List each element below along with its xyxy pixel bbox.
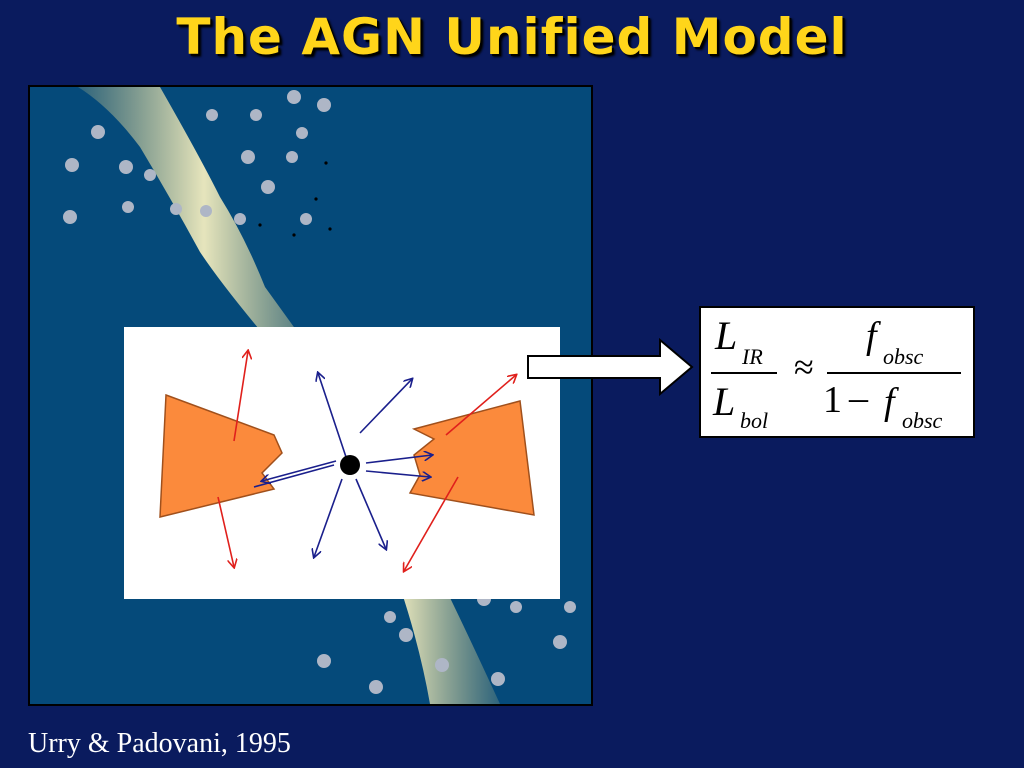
eq-lhs-denominator-sub: bol xyxy=(740,408,769,433)
pointing-arrow xyxy=(527,338,694,396)
obscured-fraction-equation: L IR L bol ≈ f obsc 1 – f obsc xyxy=(699,306,975,438)
eq-lhs-numerator-sub: IR xyxy=(742,344,763,369)
slide-title: The AGN Unified Model xyxy=(176,8,848,66)
central-engine-inset xyxy=(124,327,560,599)
eq-rhs-denominator-sub: obsc xyxy=(902,408,943,433)
eq-rhs-denominator-f: f xyxy=(884,381,895,423)
eq-lhs-numerator: L xyxy=(715,313,738,358)
torus-left xyxy=(159,393,283,518)
eq-rhs-denominator-minus: – xyxy=(849,377,868,419)
upper-jet xyxy=(78,87,330,377)
torus-right xyxy=(408,400,535,516)
blue-arrows xyxy=(253,373,432,557)
eq-rhs-denominator-one: 1 xyxy=(823,379,842,421)
eq-approx-symbol: ≈ xyxy=(794,347,814,387)
black-hole xyxy=(340,455,360,475)
eq-fraction-bar-left xyxy=(711,372,777,374)
eq-rhs-numerator-sub: obsc xyxy=(883,344,924,369)
eq-fraction-bar-right xyxy=(827,372,961,374)
eq-rhs-numerator: f xyxy=(866,315,877,357)
citation: Urry & Padovani, 1995 xyxy=(28,728,291,759)
red-arrows xyxy=(217,351,516,571)
agn-illustration-panel xyxy=(28,85,593,706)
eq-lhs-denominator: L xyxy=(713,379,736,424)
torus-diagram xyxy=(159,327,535,599)
